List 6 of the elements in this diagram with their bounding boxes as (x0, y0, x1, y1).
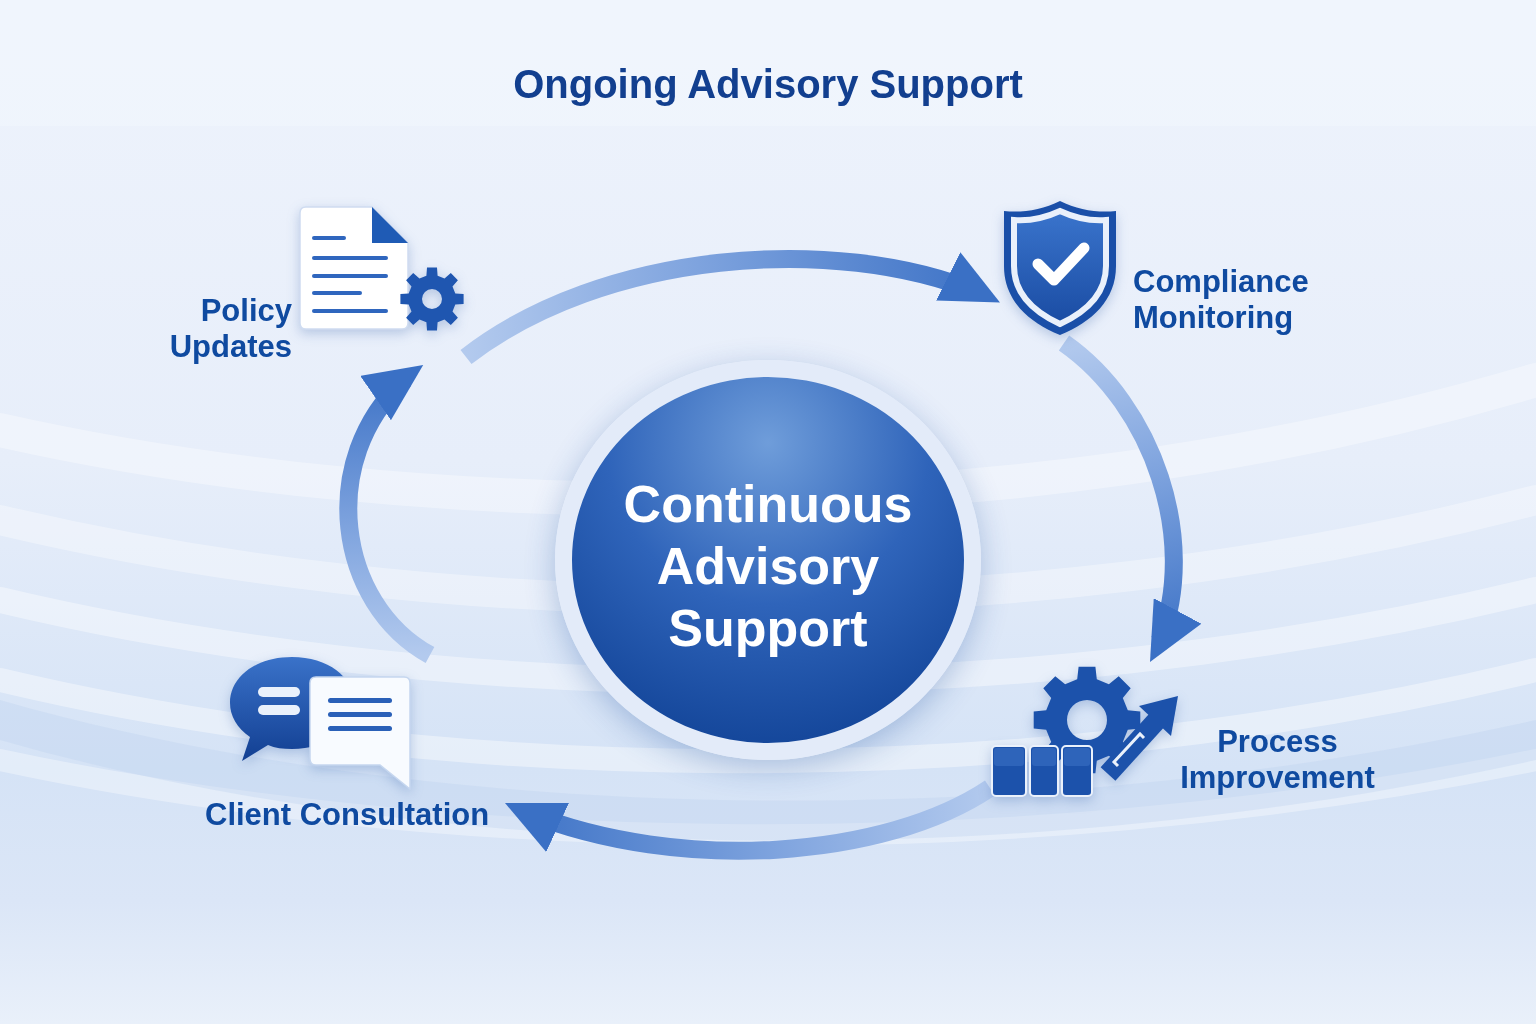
node-label: Policy Updates (168, 293, 292, 365)
node-label: Client Consultation (205, 797, 491, 833)
node-label: Process Improvement (1179, 724, 1376, 796)
circle-label: Continuous Advisory Support (622, 474, 914, 659)
diagram-title: Ongoing Advisory Support (513, 61, 1023, 108)
node-label: Compliance Monitoring (1133, 264, 1310, 336)
